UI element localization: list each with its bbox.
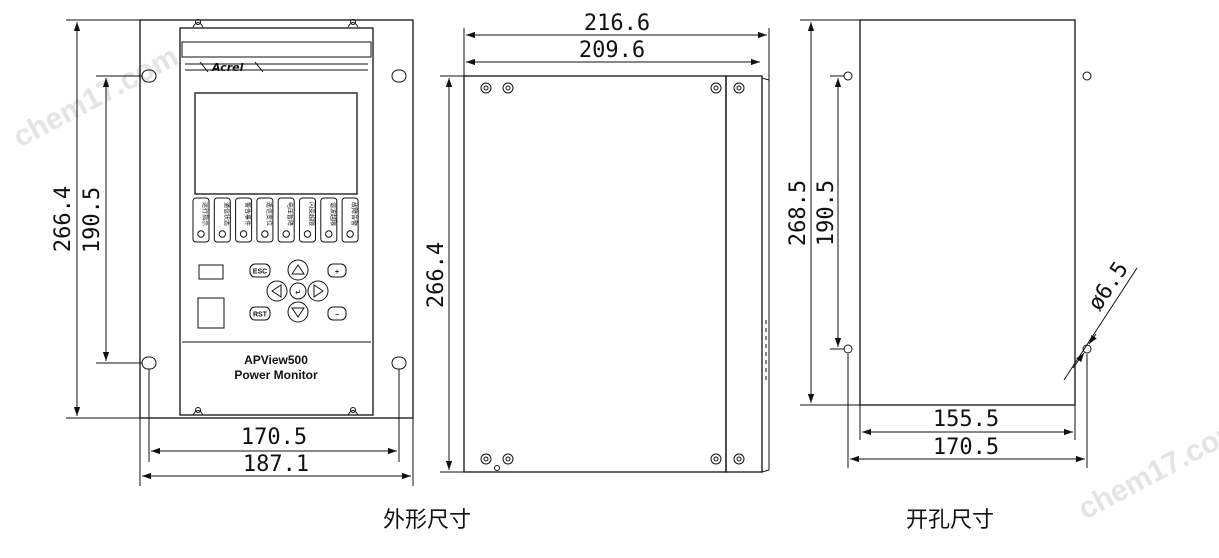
leader-arrow — [1072, 352, 1085, 369]
key-minus-label: − — [335, 312, 339, 319]
port-window — [197, 297, 225, 329]
key-up — [287, 259, 309, 281]
cutout-view: 268.5 190.5 ø6.5 155.5 170.5 — [786, 19, 1138, 468]
indicator-label: 电压暂降 — [286, 202, 294, 226]
mounting-hole — [1082, 71, 1092, 81]
dim-side-total-width: 216.6 — [584, 11, 650, 36]
indicator-led: 闪变超限 — [299, 197, 316, 243]
key-plus: + — [327, 263, 347, 278]
side-view: 216.6 209.6 266.4 — [424, 11, 770, 473]
key-down — [287, 301, 309, 323]
key-rst: RST — [249, 306, 271, 321]
key-esc: ESC — [249, 263, 271, 278]
indicator-label: 警告事件 — [244, 202, 252, 226]
arrow-left-icon — [271, 284, 282, 298]
indicator-label: 故障告警 — [350, 202, 358, 226]
brand-strip-slant — [199, 61, 264, 73]
top-bezel — [181, 41, 372, 58]
front-face — [179, 27, 374, 416]
indicator-led: 电压暂降 — [277, 197, 295, 243]
led-icon — [282, 230, 290, 238]
dim-side-body-width: 209.6 — [579, 38, 645, 63]
nav-keypad: ↵ — [266, 259, 329, 323]
enter-icon: ↵ — [295, 290, 301, 297]
face-screws — [192, 19, 359, 416]
dim-cutout-hole-horizontal: 170.5 — [933, 435, 999, 460]
led-icon — [303, 230, 312, 238]
key-enter — [289, 282, 307, 300]
mounting-slot — [391, 69, 407, 83]
side-body — [463, 75, 727, 473]
indicator-label: 遥信变位 — [265, 202, 273, 226]
side-screws — [480, 82, 745, 471]
arrow-up-icon — [291, 264, 305, 275]
mounting-hole — [843, 344, 853, 354]
led-icon — [218, 230, 227, 238]
side-edge — [761, 469, 770, 473]
key-minus: − — [327, 306, 347, 321]
side-flange — [725, 75, 763, 473]
indicator-label: 通信状态 — [222, 202, 230, 226]
indicator-led: 运行指示 — [192, 197, 210, 243]
key-left — [266, 280, 288, 302]
dim-hole-diameter: ø6.5 — [1083, 257, 1133, 315]
caption-cutout-dimensions: 开孔尺寸 — [906, 508, 994, 533]
mounting-slot — [391, 356, 407, 370]
key-right — [307, 280, 329, 302]
model-subtitle: Power Monitor — [234, 368, 318, 382]
dim-front-height: 266.4 — [51, 186, 76, 252]
arrow-right-icon — [313, 284, 324, 298]
led-icon — [261, 230, 269, 238]
mounting-slot — [141, 356, 157, 370]
model-name: APView500 — [244, 353, 308, 367]
indicator-led: 警告事件 — [235, 197, 253, 243]
front-plate — [139, 19, 414, 419]
dim-cutout-hole-vertical: 190.5 — [814, 180, 839, 246]
dim-cutout-width: 155.5 — [933, 407, 999, 432]
cutout-rect — [859, 19, 1076, 406]
dim-cutout-height: 268.5 — [786, 180, 811, 246]
dim-front-width: 187.1 — [243, 452, 309, 477]
key-plus-label: + — [335, 269, 339, 276]
led-icon — [325, 230, 333, 238]
dim-front-hole-horizontal: 170.5 — [241, 425, 307, 450]
caption-outline-dimensions: 外形尺寸 — [383, 508, 471, 533]
front-view: Acrel 运行指示 通信状态 警告事件 遥信变位 电压暂降 闪变超限 谐波越限 故障告警 E… — [51, 19, 414, 486]
watermark-1: chem17.com — [8, 40, 184, 154]
side-edge — [761, 77, 770, 81]
indicator-label: 运行指示 — [201, 202, 209, 226]
watermark-2: chem17.com — [1073, 412, 1219, 526]
indicator-led: 遥信变位 — [256, 197, 274, 243]
dim-front-hole-vertical: 190.5 — [80, 187, 105, 253]
brand-logo-text: Acrel — [211, 61, 244, 74]
led-icon — [239, 230, 248, 238]
indicator-led: 谐波越限 — [320, 197, 338, 243]
status-window — [198, 264, 224, 280]
key-rst-label: RST — [253, 312, 268, 319]
indicator-led: 故障告警 — [341, 197, 359, 243]
arrow-down-icon — [291, 307, 305, 318]
led-icon — [346, 230, 354, 238]
lcd-display — [194, 92, 358, 195]
mounting-hole — [843, 71, 853, 81]
watermark-group: chem17.com chem17.com — [8, 40, 1219, 526]
led-icon — [197, 230, 205, 238]
dim-side-height: 266.4 — [424, 242, 449, 308]
indicator-label: 谐波越限 — [329, 202, 337, 226]
leader-arrow — [1088, 333, 1097, 345]
indicator-label: 闪变超限 — [308, 202, 316, 226]
key-esc-label: ESC — [253, 269, 267, 276]
indicator-row: 运行指示 通信状态 警告事件 遥信变位 电压暂降 闪变超限 谐波越限 故障告警 — [192, 197, 359, 243]
indicator-led: 通信状态 — [213, 197, 231, 243]
